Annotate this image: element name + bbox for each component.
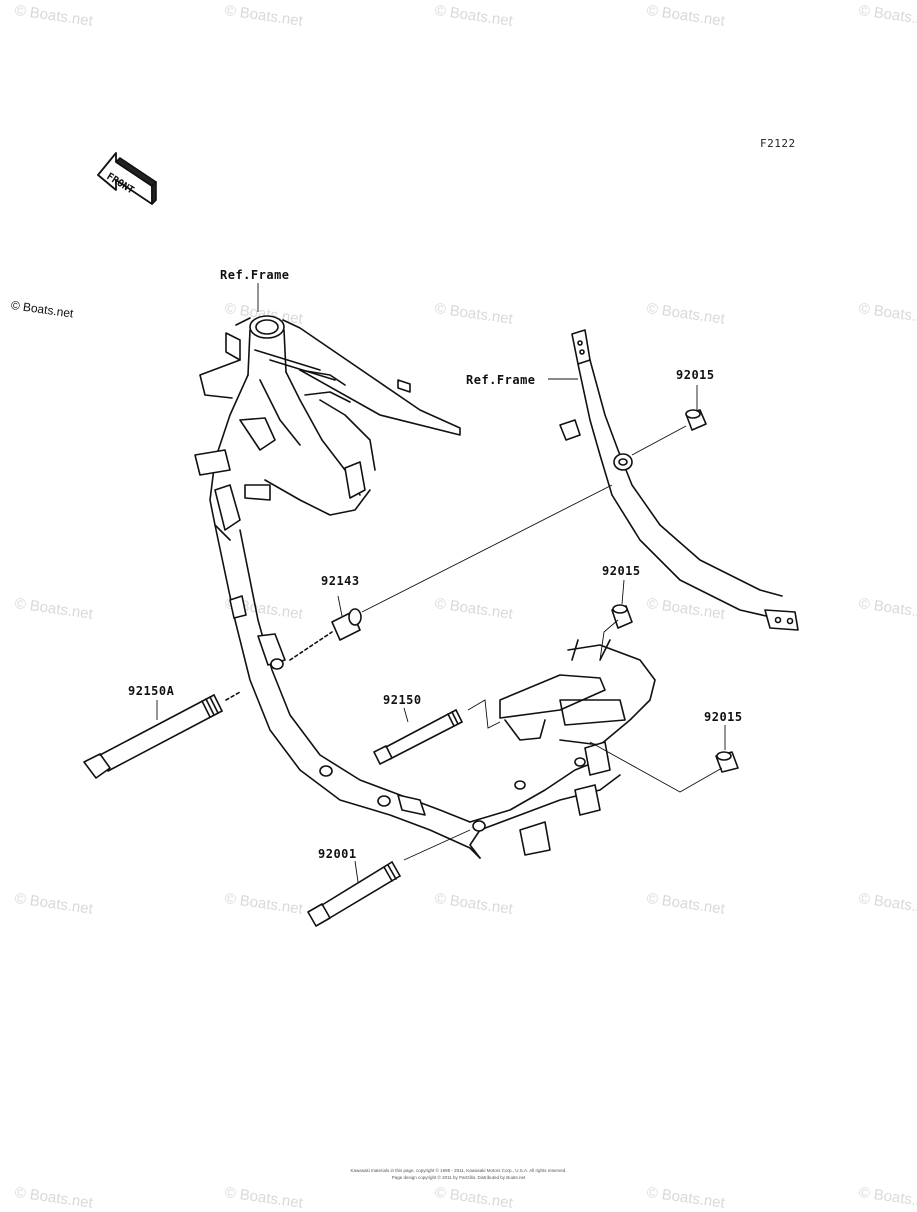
bolt-92150a [83,691,241,779]
nut-92015-top [685,409,707,431]
legal-line: Page design copyright © 2011 by Partzill… [391,1175,526,1180]
bolt-92001 [307,861,401,927]
right-frame-rail [559,329,799,631]
label-92150a: 92150A [128,684,175,698]
label-92015-mid: 92015 [602,564,641,578]
label-92150: 92150 [383,693,422,707]
label-92015-low: 92015 [704,710,743,724]
nut-92015-mid [611,604,633,629]
front-arrow-icon: FRONT [97,152,157,205]
label-ref-frame-left: Ref.Frame [220,268,290,282]
nut-92015-low [715,751,739,773]
label-92001: 92001 [318,847,357,861]
bolt-92150 [373,709,463,765]
left-frame-part [194,315,461,541]
collar-92143 [289,608,362,661]
cross-member [469,639,656,859]
legal-line: Kawasaki materials in this page, copyrig… [350,1168,567,1173]
label-92015-top: 92015 [676,368,715,382]
diagram-code: F2122 [760,137,796,150]
label-92143: 92143 [321,574,360,588]
label-ref-frame-right: Ref.Frame [466,373,536,387]
